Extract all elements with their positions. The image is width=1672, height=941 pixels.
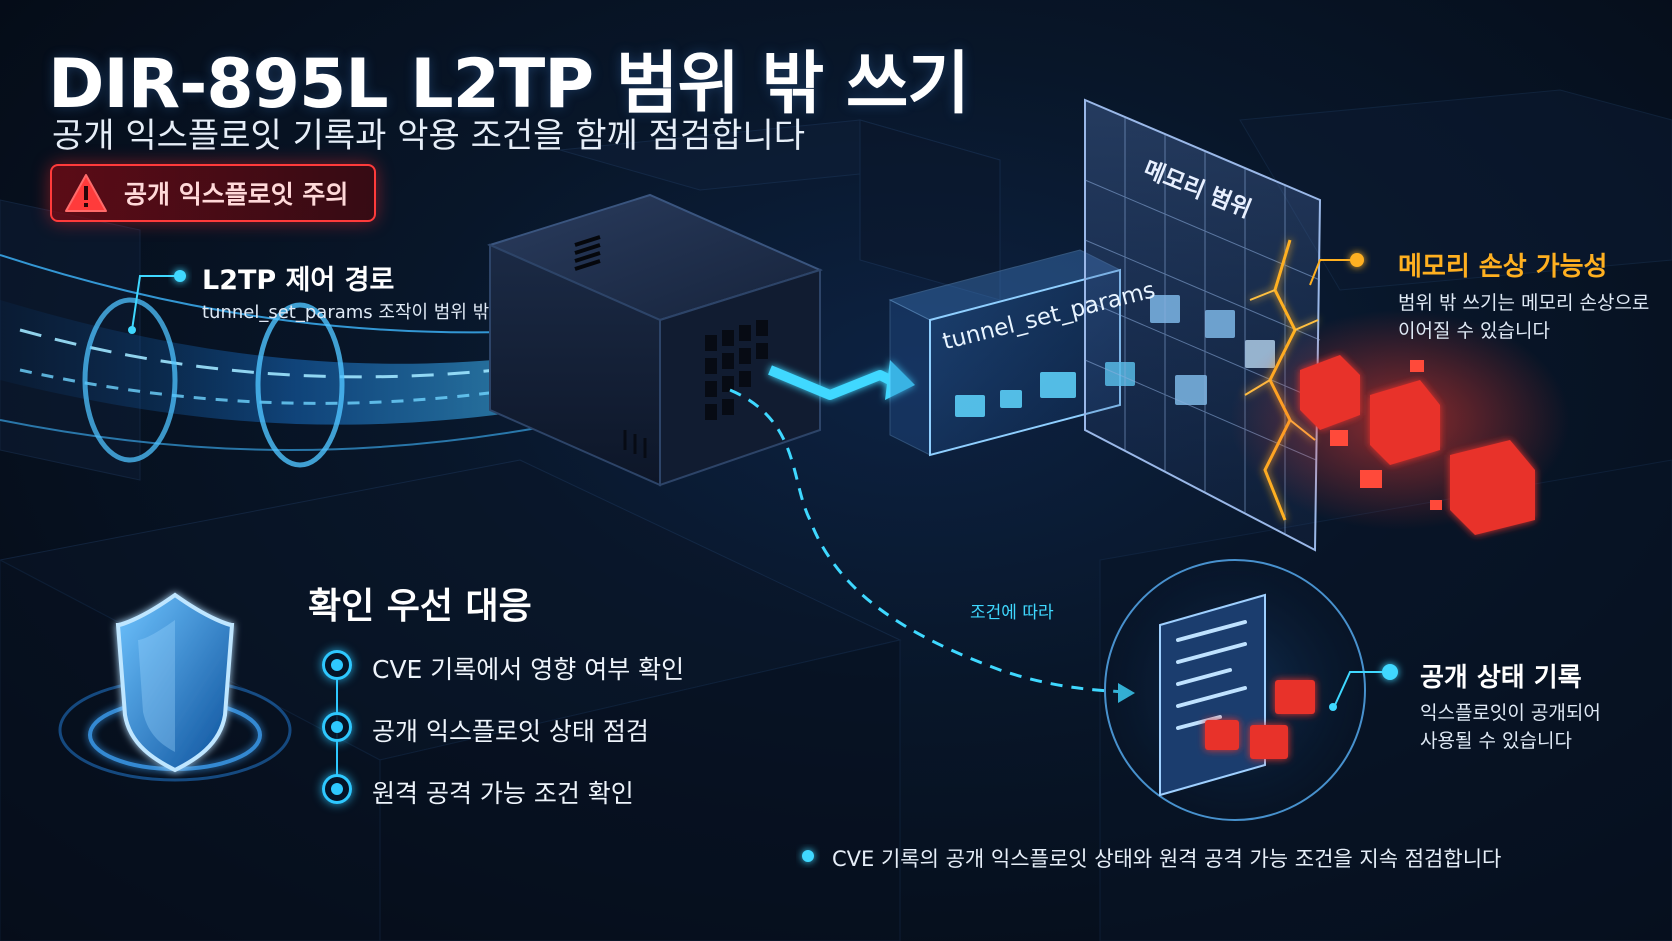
l2tp-path-caption: tunnel_set_params 조작이 범위 밖 [202, 302, 490, 323]
response-step-2: 공개 익스플로잇 상태 점검 [372, 717, 649, 746]
public-status-line2: 사용될 수 있습니다 [1420, 730, 1572, 752]
memory-damage-title: 메모리 손상 가능성 [1398, 252, 1608, 282]
l2tp-path-title: L2TP 제어 경로 [202, 265, 395, 296]
condition-path [729, 388, 1126, 694]
corrupted-blocks [1230, 310, 1570, 535]
condition-label: 조건에 따라 [970, 603, 1054, 623]
page-subtitle: 공개 익스플로잇 기록과 악용 조건을 함께 점검합니다 [52, 116, 806, 156]
response-step-1: CVE 기록에서 영향 여부 확인 [372, 655, 685, 684]
warning-triangle-icon [64, 173, 108, 213]
public-status-line1: 익스플로잇이 공개되어 [1420, 702, 1601, 724]
memory-damage-line2: 이어질 수 있습니다 [1398, 320, 1550, 342]
document-emblem [1104, 559, 1366, 821]
page-title: DIR-895L L2TP 범위 밖 쓰기 [48, 45, 970, 124]
response-step-3: 원격 공격 가능 조건 확인 [372, 779, 634, 808]
footer-note: CVE 기록의 공개 익스플로잇 상태와 원격 공격 가능 조건을 지속 점검합… [832, 847, 1502, 871]
public-status-title: 공개 상태 기록 [1420, 663, 1582, 693]
step-marker-1 [322, 650, 352, 680]
step-marker-2 [322, 712, 352, 742]
response-title: 확인 우선 대응 [308, 586, 532, 627]
step-marker-3 [322, 774, 352, 804]
memory-damage-line1: 범위 밖 쓰기는 메모리 손상으로 [1398, 292, 1650, 314]
warning-badge: 공개 익스플로잇 주의 [50, 164, 376, 222]
router-device [487, 193, 823, 487]
warning-badge-label: 공개 익스플로잇 주의 [124, 180, 349, 209]
shield-icon [58, 592, 292, 782]
